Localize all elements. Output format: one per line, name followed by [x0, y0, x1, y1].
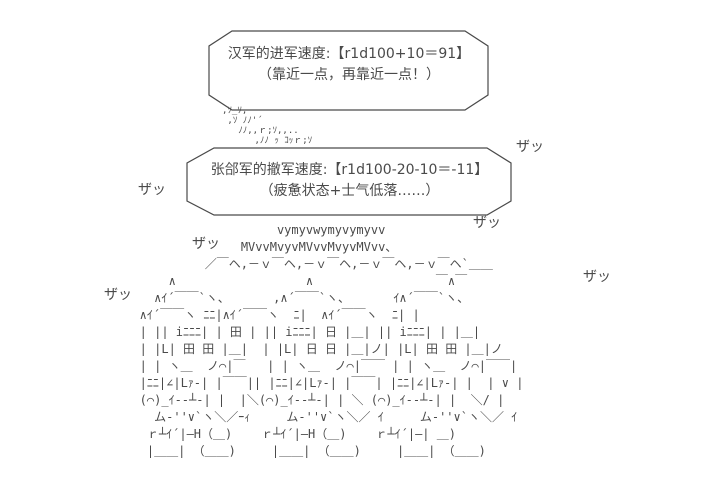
bubble-1-comment-line: （靠近一点，再靠近一点！）: [258, 67, 440, 83]
sfx-zah-1: ザッ: [516, 139, 544, 155]
sfx-zah-3: ザッ: [473, 215, 501, 231]
sfx-zah-4: ザッ: [192, 236, 220, 252]
speech-bubble-tail: ,ｿ_ｿ, ,ｿ ﾉﾉ'´ ﾉﾉ,,ｒ;ｿ,,.. ,ﾉﾉ ｯ ｺｯｒ;ｿ: [222, 106, 313, 146]
bubble-1-roll-line: 汉军的进军速度:【r1d100+10＝91】: [227, 46, 471, 62]
speech-bubble-2-text: 张郃军的撤军速度:【r1d100-20-10＝-11】 （疲惫状态+士气低落………: [189, 160, 510, 202]
bubble-2-roll-line: 张郃军的撤军速度:【r1d100-20-10＝-11】: [210, 162, 489, 178]
speech-bubble-1-border: [208, 30, 489, 111]
speech-bubble-2-border: [186, 147, 512, 216]
bubble-2-comment-line: （疲惫状态+士气低落……）: [259, 183, 440, 199]
ascii-army-art: vymyvwymyvymyvv MVvvMvyvMVvvMvyvMVvv、 ／￣…: [139, 223, 524, 458]
sfx-zah-6: ザッ: [104, 287, 132, 303]
sfx-zah-2: ザッ: [138, 182, 166, 198]
speech-bubble-1-text: 汉军的进军速度:【r1d100+10＝91】 （靠近一点，再靠近一点！）: [210, 44, 488, 86]
sfx-zah-5: ザッ: [583, 269, 611, 285]
